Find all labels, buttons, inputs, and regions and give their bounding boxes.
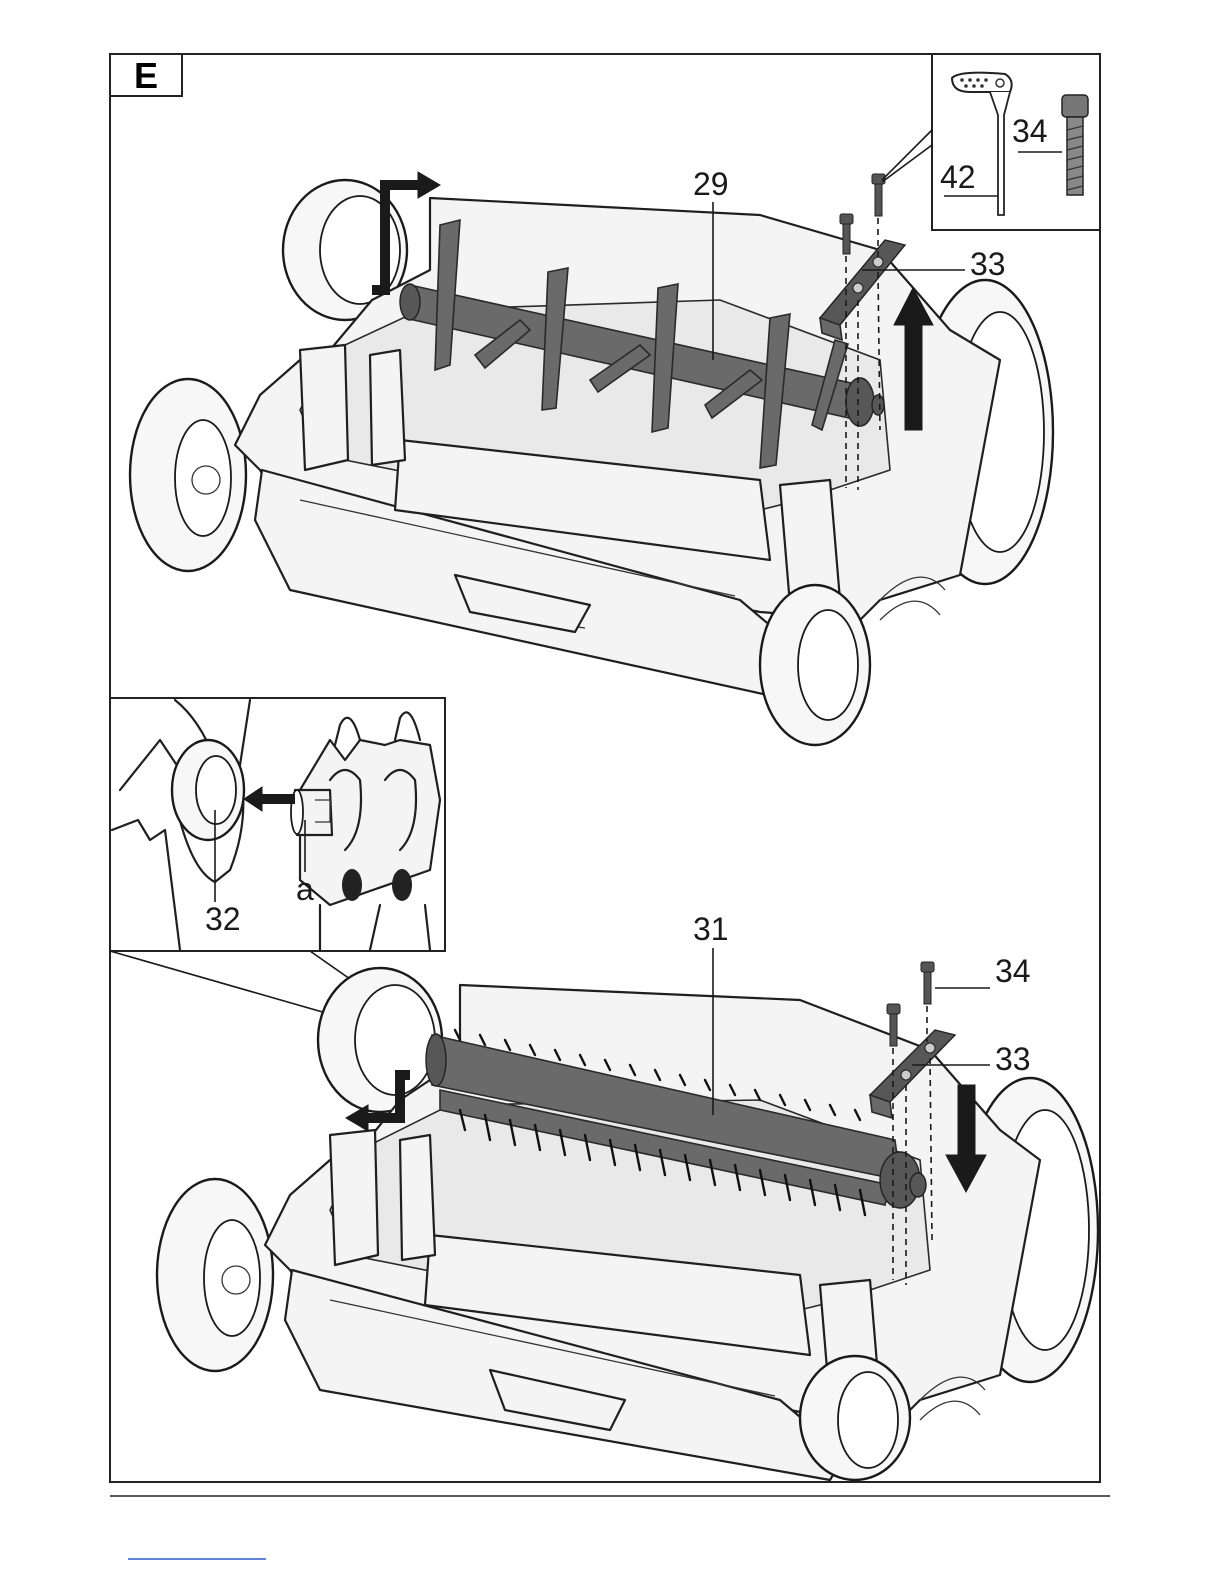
label-42: 42 bbox=[940, 159, 976, 195]
front-right-wheel-top bbox=[760, 585, 870, 745]
label-33-bottom: 33 bbox=[995, 1041, 1031, 1077]
bottom-assembly: 31 34 33 bbox=[157, 911, 1098, 1480]
left-post-2-top bbox=[370, 350, 405, 465]
label-33-top: 33 bbox=[970, 246, 1006, 282]
label-32: 32 bbox=[205, 901, 241, 937]
screw-icon bbox=[1062, 95, 1088, 195]
screw-icon bbox=[921, 962, 934, 1004]
left-post-2-bottom bbox=[400, 1135, 435, 1260]
front-left-wheel-bottom bbox=[157, 1179, 273, 1371]
front-left-wheel-top bbox=[130, 379, 246, 571]
label-a: a bbox=[296, 871, 314, 907]
panel-letter-box: E bbox=[110, 54, 182, 96]
label-34-top: 34 bbox=[1012, 113, 1048, 149]
front-right-wheel-bottom bbox=[800, 1356, 910, 1480]
label-34-bottom: 34 bbox=[995, 953, 1031, 989]
panel-letter: E bbox=[134, 55, 158, 96]
inset-bearing: 32 a bbox=[110, 698, 445, 951]
label-31: 31 bbox=[693, 911, 729, 947]
top-assembly: 29 33 bbox=[130, 166, 1053, 745]
inset-tools: 34 42 bbox=[882, 54, 1100, 230]
label-29: 29 bbox=[693, 166, 729, 202]
left-post-bottom bbox=[330, 1130, 378, 1265]
left-post-top bbox=[300, 345, 348, 470]
